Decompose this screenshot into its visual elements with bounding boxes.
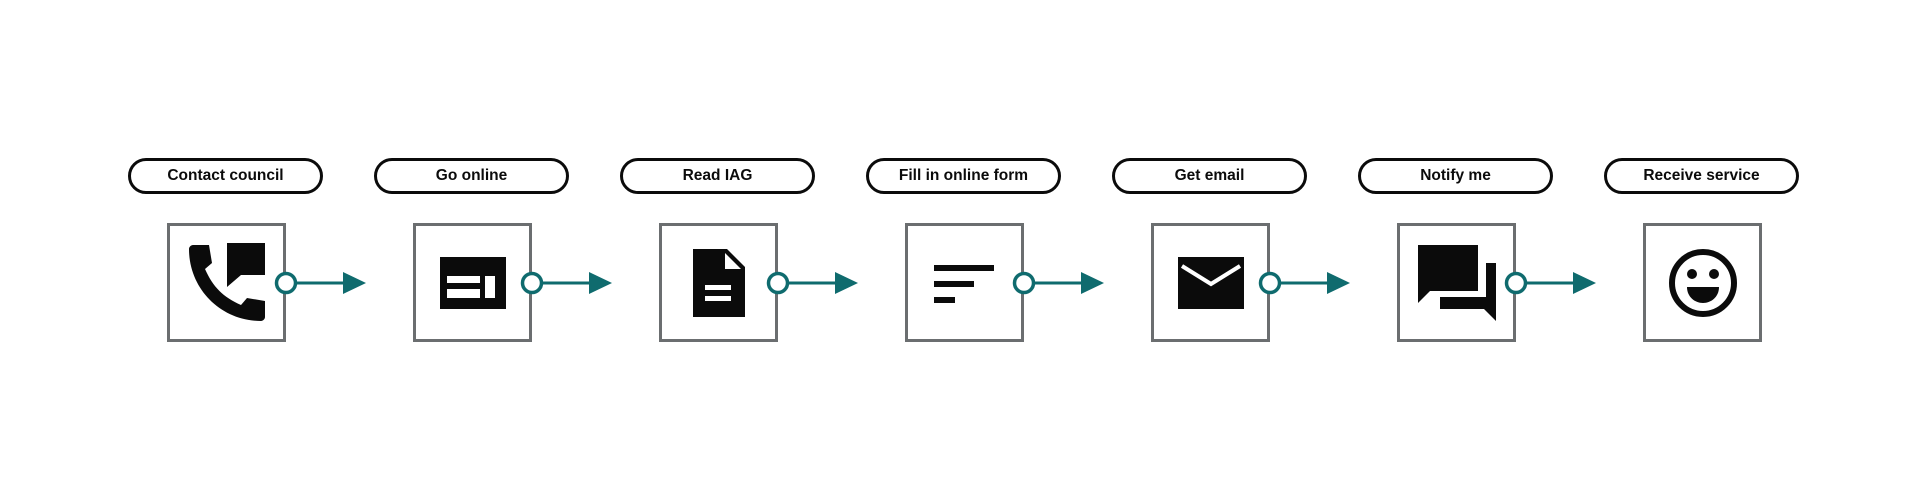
step-read-iag: Read IAG (620, 158, 858, 348)
step-label: Notify me (1358, 158, 1553, 194)
step-fill-in-online-form: Fill in online form (866, 158, 1104, 348)
phone-chat-icon (188, 242, 265, 321)
flow-arrow (766, 271, 858, 295)
smiley-face-icon (1668, 248, 1737, 317)
chat-bubbles-icon (1417, 244, 1496, 321)
flow-arrow (520, 271, 612, 295)
step-label: Fill in online form (866, 158, 1061, 194)
step-go-online: Go online (374, 158, 612, 348)
step-icon-box (659, 223, 778, 342)
flow-arrow (1258, 271, 1350, 295)
step-label: Contact council (128, 158, 323, 194)
document-icon (692, 248, 745, 317)
step-icon-box (1151, 223, 1270, 342)
step-get-email: Get email (1112, 158, 1350, 348)
step-label: Read IAG (620, 158, 815, 194)
step-label: Get email (1112, 158, 1307, 194)
step-icon-box (1397, 223, 1516, 342)
step-receive-service: Receive service (1604, 158, 1804, 348)
step-notify-me: Notify me (1358, 158, 1596, 348)
step-label: Receive service (1604, 158, 1799, 194)
step-label: Go online (374, 158, 569, 194)
form-lines-icon (933, 264, 994, 303)
flow-arrow (274, 271, 366, 295)
step-contact-council: Contact council (128, 158, 366, 348)
flow-arrow (1012, 271, 1104, 295)
step-icon-box (1643, 223, 1762, 342)
step-icon-box (413, 223, 532, 342)
step-icon-box (167, 223, 286, 342)
flow-arrow (1504, 271, 1596, 295)
step-icon-box (905, 223, 1024, 342)
envelope-icon (1177, 256, 1244, 309)
web-page-icon (439, 256, 506, 309)
